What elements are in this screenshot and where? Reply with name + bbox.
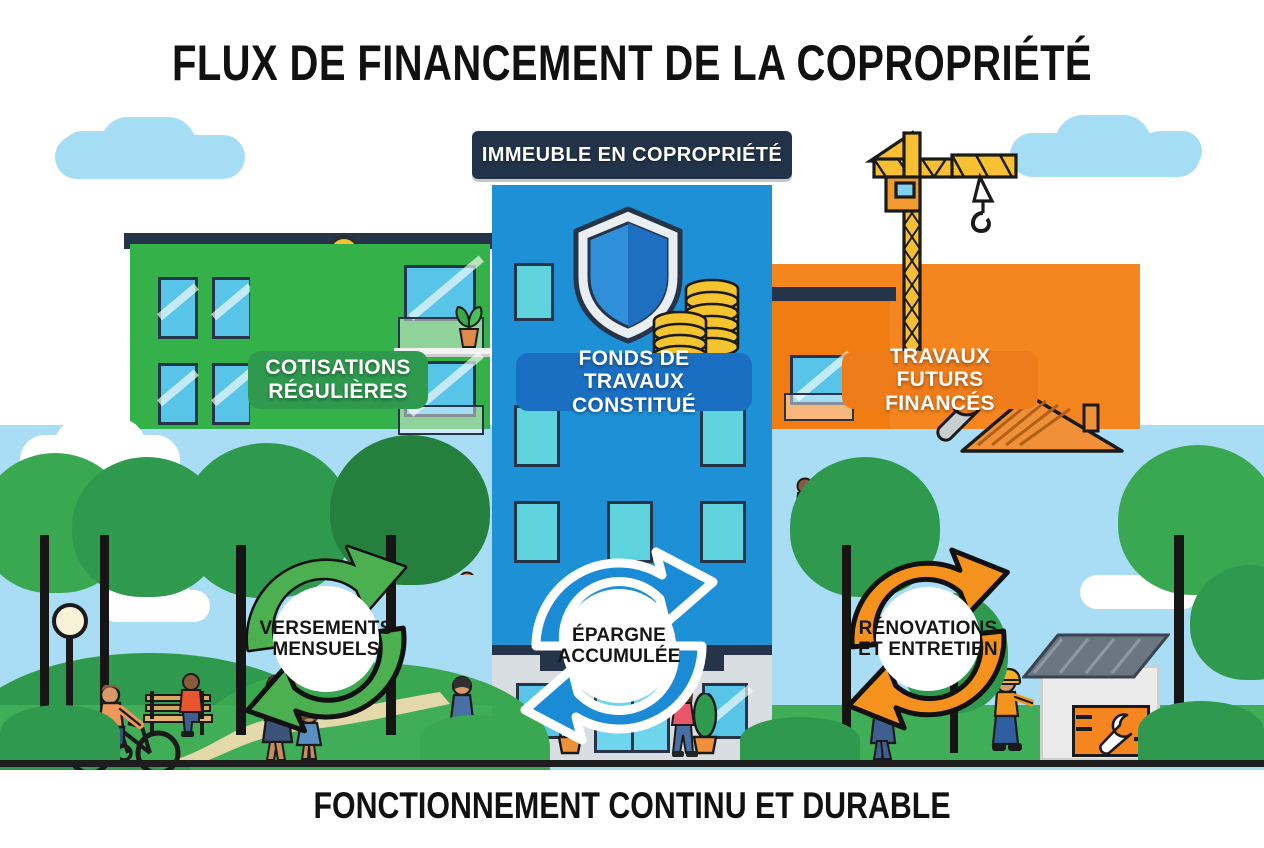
window (211, 277, 253, 339)
shield-icon (573, 206, 683, 344)
window (514, 501, 560, 563)
cloud-icon (1140, 131, 1202, 171)
bush-icon (420, 715, 530, 763)
header-badge-label: IMMEUBLE EN COPROPRIÉTÉ (481, 143, 783, 166)
lamp-post (66, 625, 73, 755)
coin-stack-icon (652, 278, 740, 366)
cloud-icon (62, 131, 128, 171)
wrench-sign (1072, 705, 1150, 757)
pill-line-1: FONDS DE TRAVAUX (578, 346, 690, 394)
tree-trunk (1174, 535, 1184, 735)
ground-line (0, 760, 1264, 767)
window (700, 405, 746, 467)
bush-icon (0, 705, 120, 760)
cycle-renovations: RÉNOVATIONS ET ENTRETIEN (826, 537, 1030, 741)
window (700, 501, 746, 563)
window (157, 277, 199, 339)
cloud-icon (1055, 115, 1151, 171)
pill-line-2: FINANCÉS (885, 391, 995, 415)
tree-trunk (842, 545, 851, 735)
sign-line (1076, 727, 1092, 731)
window (211, 363, 253, 425)
potted-plant-icon (455, 305, 483, 348)
orange-building-roof (766, 287, 896, 301)
window (157, 363, 199, 425)
pill-line-1: COTISATIONS (265, 356, 411, 380)
roof-icon (960, 393, 1124, 453)
seated-person-icon (178, 673, 204, 737)
pill-cotisations: COTISATIONS RÉGULIÈRES (248, 351, 428, 409)
tree-trunk (100, 535, 109, 735)
potted-plant-icon (692, 693, 718, 755)
scene: $ $ $ (0, 105, 1264, 770)
pill-line-2: CONSTITUÉ (571, 393, 697, 417)
bush-icon (1138, 701, 1264, 761)
balcony-slab (394, 348, 490, 357)
solar-roof-icon (1022, 633, 1170, 679)
tree-trunk (236, 545, 246, 735)
balcony-rail (398, 405, 484, 435)
lamp-head-icon (52, 603, 88, 639)
tree-trunk (40, 535, 49, 735)
pill-line-2: RÉGULIÈRES (268, 380, 408, 403)
pill-travaux: TRAVAUX FUTURS FINANCÉS (842, 345, 1038, 415)
sign-line (1076, 715, 1092, 719)
window (790, 350, 853, 405)
crane-icon (864, 130, 1018, 385)
window (514, 405, 560, 467)
page-title: FLUX DE FINANCEMENT DE LA COPROPRIÉTÉ (171, 35, 1093, 91)
header-badge: IMMEUBLE EN COPROPRIÉTÉ (472, 131, 792, 179)
pill-fonds: FONDS DE TRAVAUX CONSTITUÉ (516, 347, 752, 417)
cycle-epargne: ÉPARGNE ACCUMULÉE (508, 535, 730, 757)
bush-icon (740, 717, 860, 763)
cycle-versements: VERSEMENTS MENSUELS (222, 535, 430, 743)
window (514, 263, 554, 321)
pill-line-1: TRAVAUX FUTURS (889, 344, 991, 392)
footer-caption: FONCTIONNEMENT CONTINU ET DURABLE (313, 785, 951, 826)
wrench-icon (1099, 713, 1133, 755)
